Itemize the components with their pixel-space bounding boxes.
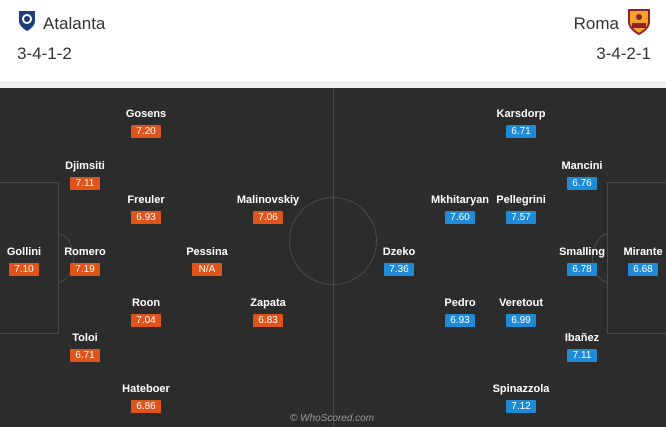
player-karsdorp[interactable]: Karsdorp 6.71 xyxy=(476,107,566,139)
center-circle xyxy=(289,197,377,285)
away-team-name[interactable]: Roma xyxy=(573,14,619,33)
player-name: Pedro xyxy=(444,297,476,309)
player-name: Smalling xyxy=(559,246,605,258)
player-name: Romero xyxy=(64,246,106,258)
player-name: Veretout xyxy=(498,297,543,309)
player-gollini[interactable]: Gollini 7.10 xyxy=(0,245,69,277)
player-freuler[interactable]: Freuler 6.93 xyxy=(101,193,191,225)
rating-badge: 6.68 xyxy=(628,263,658,276)
player-name: Ibañez xyxy=(564,332,600,344)
player-pessina[interactable]: Pessina N/A xyxy=(162,245,252,277)
rating-badge: 7.60 xyxy=(445,211,475,224)
player-malinovskiy[interactable]: Malinovskiy 7.06 xyxy=(223,193,313,225)
away-formation: 3-4-2-1 xyxy=(596,44,651,63)
atalanta-crest-icon xyxy=(19,11,35,31)
player-romero[interactable]: Romero 7.19 xyxy=(40,245,130,277)
player-roon[interactable]: Roon 7.04 xyxy=(101,296,191,328)
roma-crest-icon xyxy=(628,9,650,36)
match-header: Atalanta 3-4-1-2 Roma 3-4-2-1 xyxy=(0,0,666,82)
player-mkhitaryan[interactable]: Mkhitaryan 7.60 xyxy=(415,193,505,225)
player-name: Mkhitaryan xyxy=(430,194,490,206)
rating-badge: 7.11 xyxy=(567,349,597,362)
rating-badge: 6.71 xyxy=(70,349,100,362)
player-gosens[interactable]: Gosens 7.20 xyxy=(101,107,191,139)
pitch: Gollini 7.10 Djimsiti 7.11 Romero 7.19 T… xyxy=(0,88,666,427)
player-name: Djimsiti xyxy=(65,160,105,172)
rating-badge: 7.57 xyxy=(506,211,536,224)
rating-badge: 6.86 xyxy=(131,400,161,413)
rating-badge: 7.12 xyxy=(506,400,536,413)
home-formation: 3-4-1-2 xyxy=(17,44,72,63)
player-mirante[interactable]: Mirante 6.68 xyxy=(598,245,666,277)
rating-badge: 6.93 xyxy=(131,211,161,224)
home-team-name[interactable]: Atalanta xyxy=(43,14,106,33)
rating-badge: 6.78 xyxy=(567,263,597,276)
player-name: Karsdorp xyxy=(496,108,546,120)
rating-badge: 7.19 xyxy=(70,263,100,276)
header-divider xyxy=(0,82,666,88)
player-smalling[interactable]: Smalling 6.78 xyxy=(537,245,627,277)
player-dzeko[interactable]: Dzeko 7.36 xyxy=(354,245,444,277)
player-name: Gosens xyxy=(125,108,167,120)
player-toloi[interactable]: Toloi 6.71 xyxy=(40,331,130,363)
player-name: Hateboer xyxy=(122,383,170,395)
player-name: Mirante xyxy=(623,246,663,258)
player-name: Freuler xyxy=(127,194,165,206)
player-ibanez[interactable]: Ibañez 7.11 xyxy=(537,331,627,363)
rating-badge: 7.11 xyxy=(70,177,100,190)
player-pellegrini[interactable]: Pellegrini 7.57 xyxy=(476,193,566,225)
player-name: Pellegrini xyxy=(496,194,546,206)
player-pedro[interactable]: Pedro 6.93 xyxy=(415,296,505,328)
player-name: Pessina xyxy=(186,246,228,258)
player-name: Malinovskiy xyxy=(236,194,300,206)
rating-badge: 7.06 xyxy=(253,211,283,224)
rating-badge: 6.83 xyxy=(253,314,283,327)
rating-badge: 7.20 xyxy=(131,125,161,138)
rating-badge: 7.10 xyxy=(9,263,39,276)
player-name: Dzeko xyxy=(382,246,416,258)
player-hateboer[interactable]: Hateboer 6.86 xyxy=(101,382,191,414)
player-mancini[interactable]: Mancini 6.76 xyxy=(537,159,627,191)
rating-badge: N/A xyxy=(192,263,222,276)
rating-badge: 6.93 xyxy=(445,314,475,327)
player-name: Gollini xyxy=(6,246,42,258)
rating-badge: 7.36 xyxy=(384,263,414,276)
rating-badge: 7.04 xyxy=(131,314,161,327)
rating-badge: 6.99 xyxy=(506,314,536,327)
player-djimsiti[interactable]: Djimsiti 7.11 xyxy=(40,159,130,191)
player-name: Toloi xyxy=(72,332,98,344)
player-zapata[interactable]: Zapata 6.83 xyxy=(223,296,313,328)
player-name: Roon xyxy=(131,297,161,309)
player-name: Mancini xyxy=(561,160,603,172)
rating-badge: 6.71 xyxy=(506,125,536,138)
player-spinazzola[interactable]: Spinazzola 7.12 xyxy=(476,382,566,414)
home-penalty-box xyxy=(0,182,59,334)
player-name: Spinazzola xyxy=(492,383,550,395)
player-veretout[interactable]: Veretout 6.99 xyxy=(476,296,566,328)
player-name: Zapata xyxy=(250,297,286,309)
away-penalty-box xyxy=(607,182,666,334)
rating-badge: 6.76 xyxy=(567,177,597,190)
whoscored-watermark: © WhoScored.com xyxy=(290,413,375,424)
